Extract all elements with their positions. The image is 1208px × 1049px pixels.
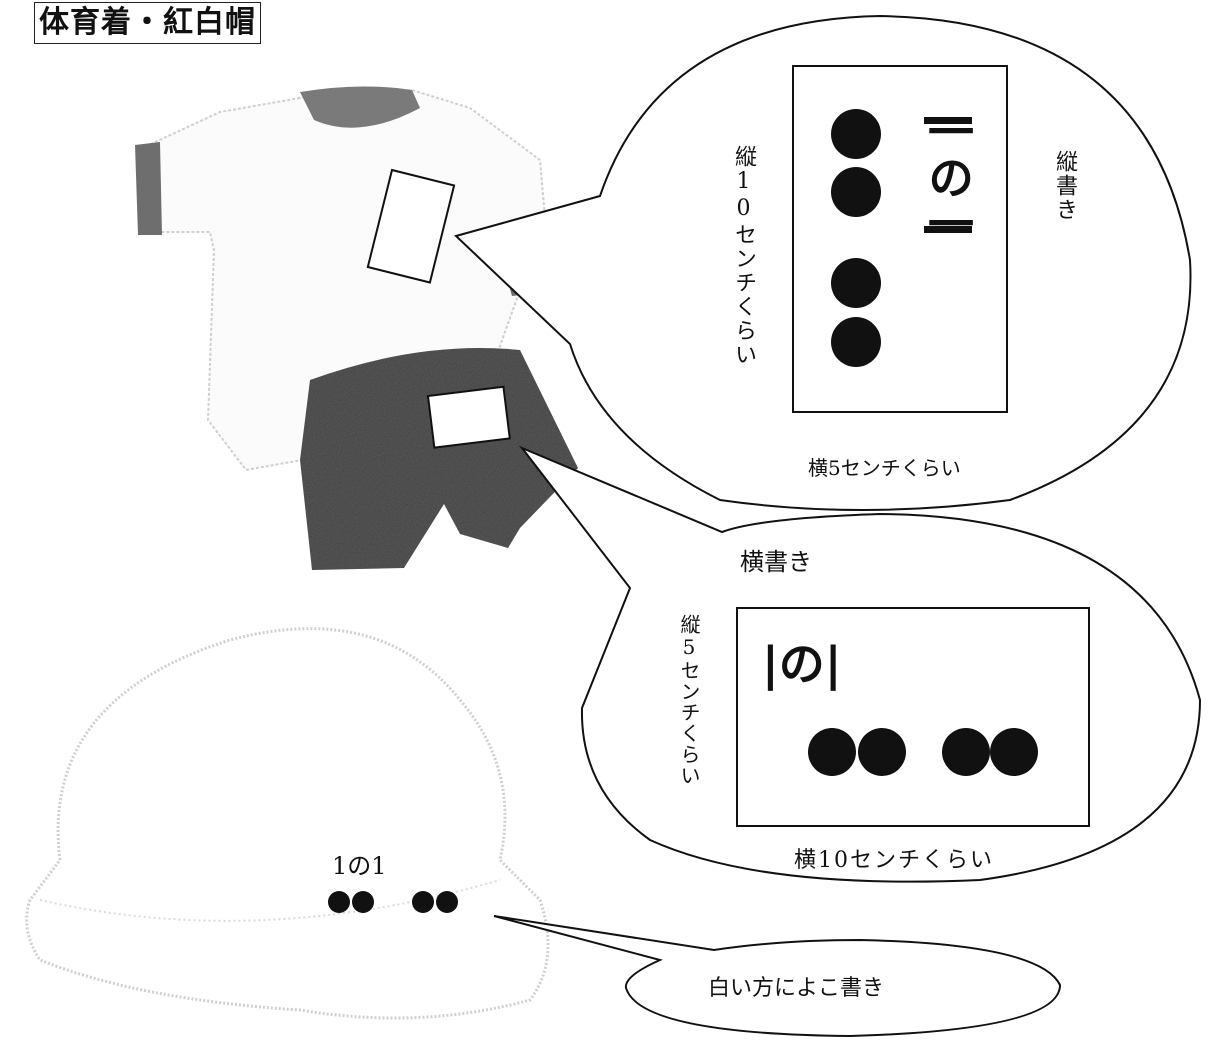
shirt-callout [454, 14, 1192, 511]
shorts-name-dot-2 [858, 728, 906, 776]
hat-callout-bubble [493, 915, 1062, 1038]
shirt-orientation-label: 縦書き [1052, 150, 1077, 222]
hat-name-dot-1 [328, 891, 350, 913]
shirt-width-label: 横5センチくらい [808, 456, 961, 480]
red-white-hat [25, 627, 550, 1020]
shirt-tag-class-text: 一の一 [921, 108, 975, 246]
shirt-tag-dash-bottom [924, 226, 972, 233]
shorts-name-dot-3 [942, 728, 990, 776]
tshirt-sleeve-trim-left [135, 142, 162, 235]
shorts-body [300, 348, 578, 570]
page-title: 体育着・紅白帽 [34, 2, 261, 44]
shorts-callout [518, 445, 1202, 883]
shorts [300, 348, 578, 570]
shirt-name-dot-2 [831, 167, 881, 217]
shorts-name-dot-1 [808, 728, 856, 776]
hat-brim-line [39, 879, 501, 922]
hat-callout [328, 891, 1062, 1038]
shorts-width-label: 横10センチくらい [794, 848, 994, 873]
hat-name-dot-3 [412, 891, 434, 913]
shirt-name-dot-1 [831, 109, 881, 159]
tshirt-collar [300, 86, 420, 128]
hat-note-label: 白い方によこ書き [708, 976, 885, 1001]
shirt-height-label: 縦10センチくらい [731, 145, 756, 367]
shorts-height-label: 縦5センチくらい [677, 614, 701, 786]
hat-name-dot-2 [352, 891, 374, 913]
shorts-orientation-label: 横書き [740, 548, 812, 576]
hat-outline [25, 627, 550, 1020]
shorts-tag-class-text: |の| [762, 637, 842, 691]
shorts-name-dot-4 [990, 728, 1038, 776]
tshirt-name-tag [366, 168, 456, 284]
shirt-name-dot-3 [831, 258, 881, 308]
shirt-tag-dash-top [924, 117, 972, 124]
shorts-tag-detail [736, 607, 1090, 827]
shirt-name-dot-4 [831, 317, 881, 367]
hat-class-text: 1の1 [332, 852, 387, 880]
hat-name-dot-4 [436, 891, 458, 913]
shorts-name-tag [426, 385, 511, 449]
